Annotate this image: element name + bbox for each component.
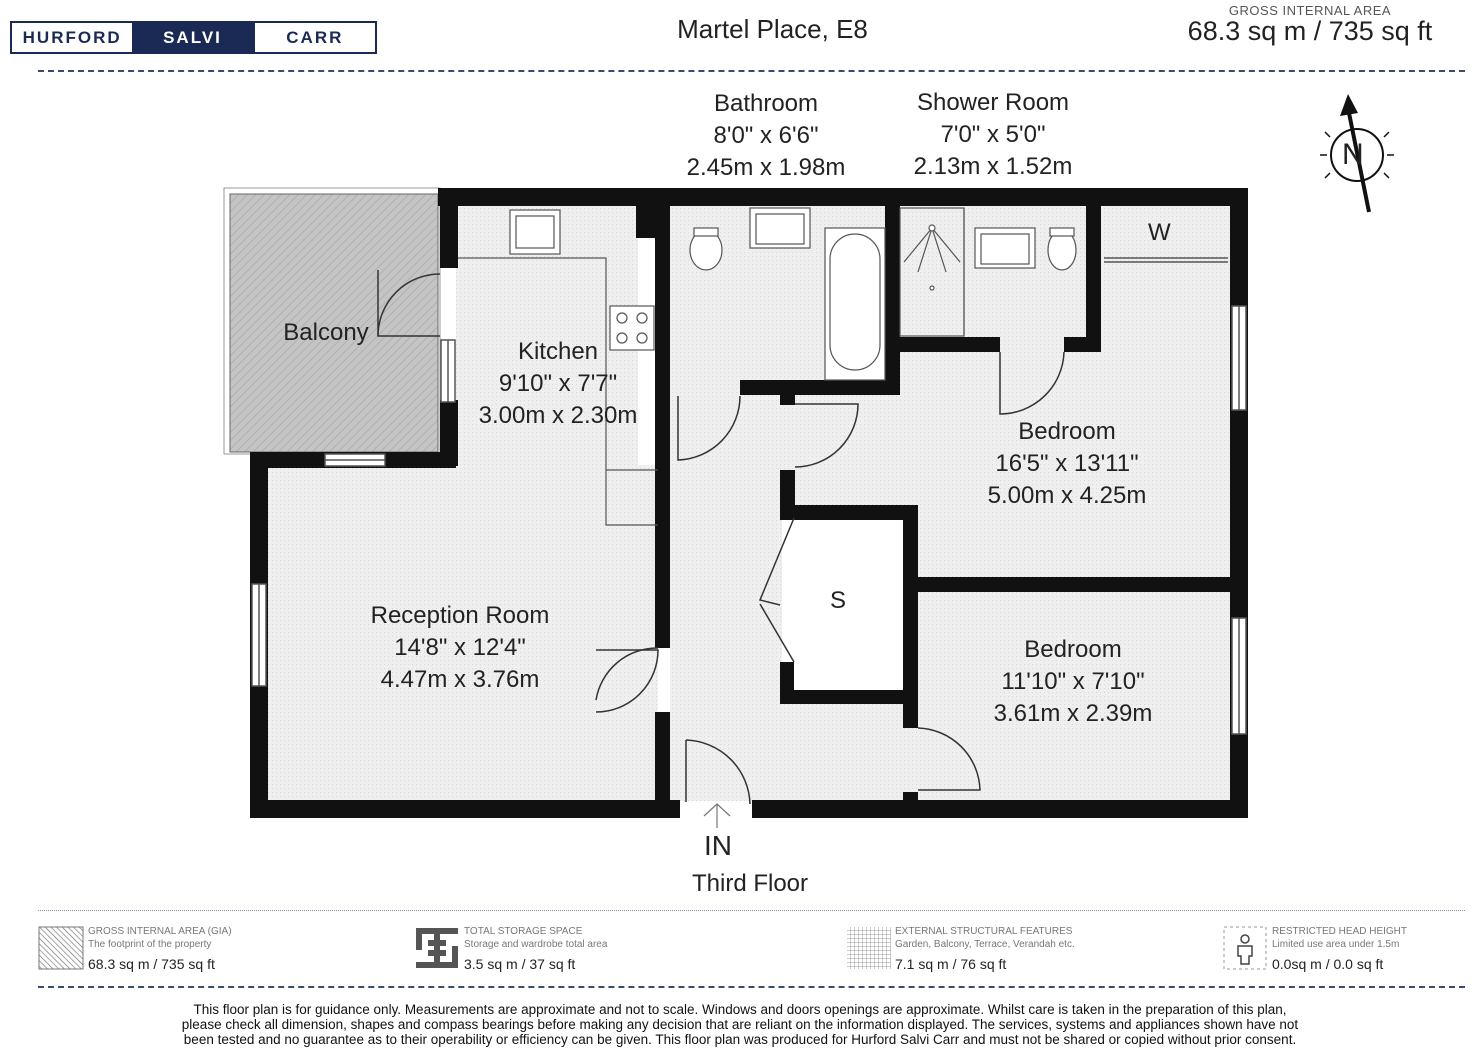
agency-logo: HURFORD SALVI CARR	[10, 21, 377, 54]
storage-icon	[416, 928, 458, 968]
bathroom-name: Bathroom	[713, 90, 819, 117]
room-label-bedroom-1: Bedroom 16'5" x 13'11" 5.00m x 4.25m	[962, 416, 1172, 512]
legend-external-value: 7.1 sq m / 76 sq ft	[895, 956, 1007, 972]
logo-word-2: SALVI	[132, 23, 253, 52]
logo-word-1: HURFORD	[12, 23, 133, 52]
entrance-label: IN	[704, 830, 732, 861]
bedroom1-name: Bedroom	[1018, 418, 1116, 445]
kitchen-metric: 3.00m x 2.30m	[478, 402, 638, 429]
room-label-bathroom: Bathroom 8'0" x 6'6" 2.45m x 1.98m	[660, 88, 872, 184]
kitchen-name: Kitchen	[517, 338, 599, 365]
bedroom2-metric: 3.61m x 2.39m	[993, 700, 1153, 727]
shower-imperial: 7'0" x 5'0"	[940, 121, 1046, 148]
disclaimer-line-1: This floor plan is for guidance only. Me…	[193, 1002, 1287, 1017]
header-divider	[38, 70, 1465, 72]
kitchen-fittings	[458, 209, 658, 526]
bedroom1-imperial: 16'5" x 13'11"	[995, 450, 1139, 477]
legend-gia-desc: The footprint of the property	[88, 939, 212, 950]
room-label-bedroom-2: Bedroom 11'10" x 7'10" 3.61m x 2.39m	[968, 634, 1178, 730]
legend-top-divider	[38, 910, 1465, 911]
legend-headheight-desc: Limited use area under 1.5m	[1272, 939, 1400, 950]
room-label-kitchen: Kitchen 9'10" x 7'7" 3.00m x 2.30m	[452, 336, 664, 432]
bathroom-fittings	[689, 207, 1077, 381]
shower-metric: 2.13m x 1.52m	[913, 153, 1073, 180]
legend-headheight-title: RESTRICTED HEAD HEIGHT	[1272, 926, 1408, 937]
entrance-arrow-icon	[703, 803, 731, 828]
logo-word-3: CARR	[252, 23, 375, 52]
legend-gia-value: 68.3 sq m / 735 sq ft	[88, 956, 215, 972]
windows	[251, 305, 1247, 735]
doors	[377, 270, 1065, 805]
legend-gia-title: GROSS INTERNAL AREA (GIA)	[88, 926, 232, 937]
kitchen-imperial: 9'10" x 7'7"	[498, 370, 618, 397]
person-icon	[1223, 926, 1267, 970]
property-address: Martel Place, E8	[677, 14, 868, 44]
reception-metric: 4.47m x 3.76m	[380, 666, 540, 693]
bathroom-imperial: 8'0" x 6'6"	[713, 122, 819, 149]
legend-headheight-value: 0.0sq m / 0.0 sq ft	[1272, 956, 1384, 972]
reception-imperial: 14'8" x 12'4"	[394, 634, 526, 661]
floor-label: Third Floor	[691, 870, 809, 897]
shower-name: Shower Room	[916, 89, 1070, 116]
legend-storage-value: 3.5 sq m / 37 sq ft	[464, 956, 576, 972]
compass-north-label: N	[1342, 138, 1364, 171]
gia-header-value: 68.3 sq m / 735 sq ft	[1187, 16, 1433, 46]
room-label-shower: Shower Room 7'0" x 5'0" 2.13m x 1.52m	[882, 87, 1104, 183]
legend-external-title: EXTERNAL STRUCTURAL FEATURES	[895, 926, 1073, 937]
disclaimer-line-2: please check all dimension, shapes and c…	[181, 1017, 1299, 1032]
legend-storage-title: TOTAL STORAGE SPACE	[464, 926, 583, 937]
wardrobe-label: W	[1148, 219, 1171, 246]
hatch-icon	[38, 926, 84, 970]
bathroom-metric: 2.45m x 1.98m	[686, 154, 846, 181]
legend-external-desc: Garden, Balcony, Terrace, Verandah etc.	[895, 939, 1075, 950]
room-label-reception: Reception Room 14'8" x 12'4" 4.47m x 3.7…	[340, 600, 580, 696]
bedroom1-metric: 5.00m x 4.25m	[987, 482, 1147, 509]
grid-icon	[847, 927, 891, 969]
wardrobe-doors	[1104, 257, 1228, 263]
bedroom2-imperial: 11'10" x 7'10"	[1001, 668, 1145, 695]
disclaimer-line-3: been tested and no guarantee as to their…	[183, 1032, 1297, 1047]
balcony-name: Balcony	[283, 319, 369, 346]
footer-divider	[38, 986, 1465, 988]
room-label-balcony: Balcony	[262, 317, 390, 349]
disclaimer: This floor plan is for guidance only. Me…	[60, 1002, 1420, 1047]
gia-header-label: GROSS INTERNAL AREA	[1228, 3, 1392, 18]
balcony-area	[223, 187, 441, 455]
compass-icon	[1320, 94, 1394, 213]
bedroom2-name: Bedroom	[1024, 636, 1122, 663]
legend-storage-desc: Storage and wardrobe total area	[464, 939, 608, 950]
reception-name: Reception Room	[370, 602, 550, 629]
storage-label: S	[830, 587, 847, 614]
